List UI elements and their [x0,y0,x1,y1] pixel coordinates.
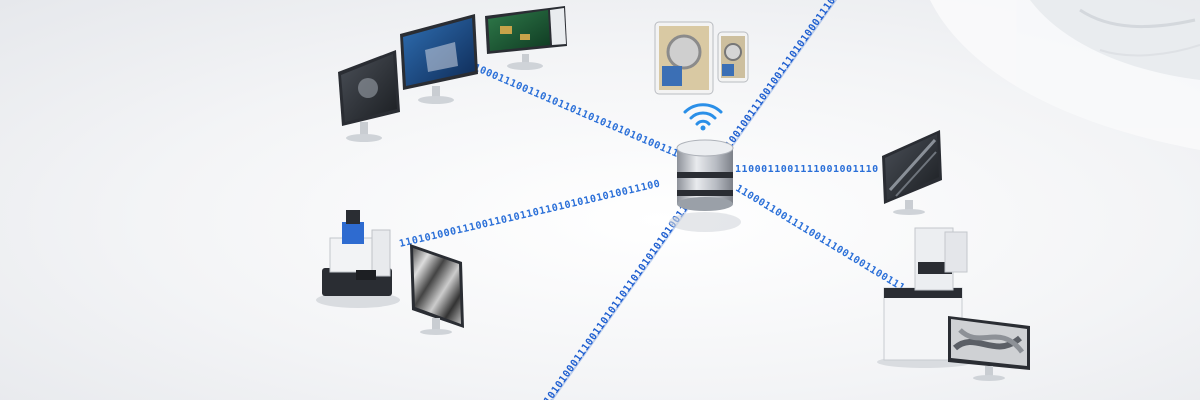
tablet-device [654,21,714,95]
monitor-fiber-sample [948,316,1030,381]
phone-device [717,31,749,83]
database-icon [669,139,741,232]
background-texture [930,0,1200,150]
monitor-right [882,130,942,215]
microscope [316,210,400,308]
monitor-blue-sample [400,14,478,104]
monitor-circuit-board [485,6,567,70]
binary-stream-microscope: 1101010001110011010110110101010101001110… [398,179,661,250]
monitor-striped-sample [410,244,464,335]
wifi-icon [683,103,723,131]
binary-stream-right-monitor: 1100011001111001001110 [735,164,879,175]
monitor-grayscale [338,50,400,142]
